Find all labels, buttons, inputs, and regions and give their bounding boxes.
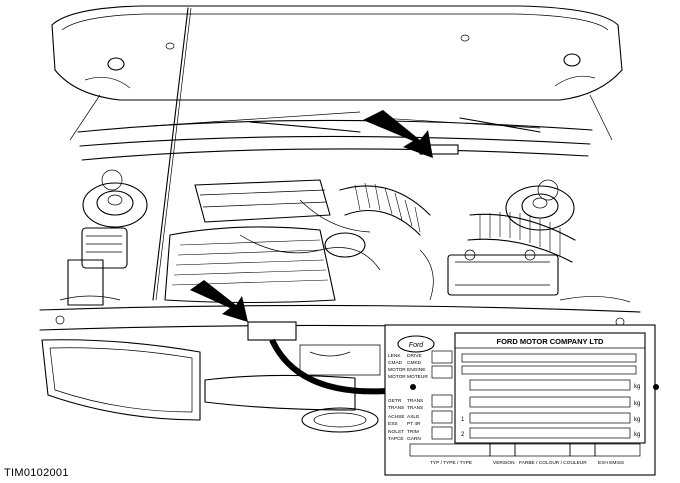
plate-company: FORD MOTOR COMPANY LTD bbox=[497, 337, 605, 346]
label-engine: ENGINE bbox=[407, 367, 425, 373]
rivet-right bbox=[653, 384, 659, 390]
label-achse: ACHSE bbox=[388, 414, 405, 420]
label-trans-3: TRANS bbox=[407, 405, 423, 411]
footer-type: TYP / TYPE / TYPE bbox=[430, 460, 472, 466]
label-motor-2: MOTOR bbox=[388, 374, 406, 380]
unit-kg-1: kg bbox=[634, 384, 640, 390]
footer-emiss: EXH EMISS bbox=[598, 460, 624, 466]
label-ess: ESS bbox=[388, 421, 398, 427]
label-motor-1: MOTOR bbox=[388, 367, 406, 373]
engine-components bbox=[39, 169, 641, 333]
label-trim: TRIM bbox=[407, 429, 419, 435]
label-trans-2: TRANS bbox=[388, 405, 404, 411]
ford-logo bbox=[397, 335, 435, 353]
bonnet-outline bbox=[51, 5, 623, 141]
windscreen-scuttle bbox=[77, 111, 593, 161]
front-plate-location bbox=[247, 321, 297, 341]
label-tapce: TAPCE bbox=[388, 436, 404, 442]
upper-arrow bbox=[363, 110, 433, 158]
lower-arrow bbox=[190, 280, 248, 322]
label-cmad: CMAD bbox=[388, 360, 403, 366]
label-pt4r: PT 4R bbox=[407, 421, 421, 427]
row-number-1: 1 bbox=[461, 417, 465, 423]
footer-version: VERSION bbox=[493, 460, 515, 466]
figure-reference: TIM0102001 bbox=[4, 467, 69, 479]
front-end bbox=[41, 321, 381, 433]
label-garn: GARN bbox=[407, 436, 421, 442]
label-moteur: MOTEUR bbox=[407, 374, 428, 380]
unit-kg-2: kg bbox=[634, 401, 640, 407]
plate-left-labels: LENK DRIVE CMAD CMKD MOTOR ENGINE MOTOR … bbox=[388, 353, 428, 442]
label-lenk: LENK bbox=[388, 353, 401, 359]
footer-colour: FARBE / COLOUR / COULEUR bbox=[519, 460, 587, 466]
row-number-2: 2 bbox=[461, 432, 465, 438]
unit-kg-4: kg bbox=[634, 432, 640, 438]
pointer-arrows bbox=[190, 110, 433, 322]
label-trans-1: TRANS bbox=[407, 398, 423, 404]
label-getr: GETR bbox=[388, 398, 402, 404]
unit-kg-3: kg bbox=[634, 417, 640, 423]
label-cmkd: CMKD bbox=[407, 360, 422, 366]
rivet-left bbox=[410, 384, 416, 390]
ford-logo-text: Ford bbox=[409, 342, 425, 349]
label-drive: DRIVE bbox=[407, 353, 422, 359]
callout-leader bbox=[269, 338, 401, 395]
label-nolst: NOLST bbox=[388, 429, 404, 435]
label-axle: AXLE bbox=[407, 414, 419, 420]
vehicle-id-plate: Ford FORD MOTOR COMPANY LTD kg kg kg kg … bbox=[384, 324, 659, 476]
